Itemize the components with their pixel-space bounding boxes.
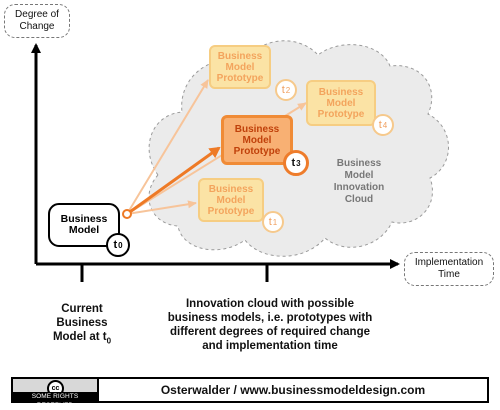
cloud-label: Business Model Innovation Cloud (333, 158, 385, 205)
current-model-caption-sub: 0 (106, 336, 112, 346)
time-tag-t1-sub: 1 (272, 217, 278, 227)
time-tag-t3-sub: 3 (296, 158, 301, 168)
prototype-box-t2: Business Model Prototype (209, 45, 271, 89)
prototype-box-t4: Business Model Prototype (306, 80, 376, 126)
time-tag-t4-letter: t (378, 118, 382, 131)
current-model-caption-text: Current Business Model at t (52, 303, 108, 343)
time-tag-t3-letter: t (291, 156, 296, 169)
prototype-box-t1: Business Model Prototype (198, 178, 264, 222)
arrow-to-prototype-t3 (126, 146, 221, 216)
innovation-cloud-caption: Innovation cloud with possible business … (167, 298, 373, 352)
y-axis-label: Degree of Change (4, 4, 70, 38)
arrow-origin-dot (122, 209, 132, 219)
prototype-box-t3: Business Model Prototype (221, 115, 293, 165)
credit-text: Osterwalder / www.businessmodeldesign.co… (160, 383, 426, 397)
x-axis-label: Implementation Time (404, 252, 494, 286)
footer-bar: cc SOME RIGHTS RESERVED Osterwalder / ww… (11, 377, 489, 409)
time-tag-t2-sub: 2 (285, 85, 291, 95)
arrow-to-prototype-t2 (126, 79, 209, 215)
current-model-caption: Current Business Model at t0 (30, 302, 134, 348)
time-tag-t0-sub: 0 (118, 240, 123, 250)
time-tag-t0-letter: t (113, 238, 118, 251)
time-tag-t1-letter: t (268, 215, 272, 228)
innovation-cloud (148, 40, 449, 257)
time-tag-t4-sub: 4 (382, 120, 388, 130)
cc-some-rights-reserved: SOME RIGHTS RESERVED (13, 392, 97, 409)
arrow-to-prototype-t1 (126, 200, 197, 215)
time-tag-t2-letter: t (281, 83, 285, 96)
creative-commons-badge[interactable]: cc SOME RIGHTS RESERVED (13, 379, 99, 409)
